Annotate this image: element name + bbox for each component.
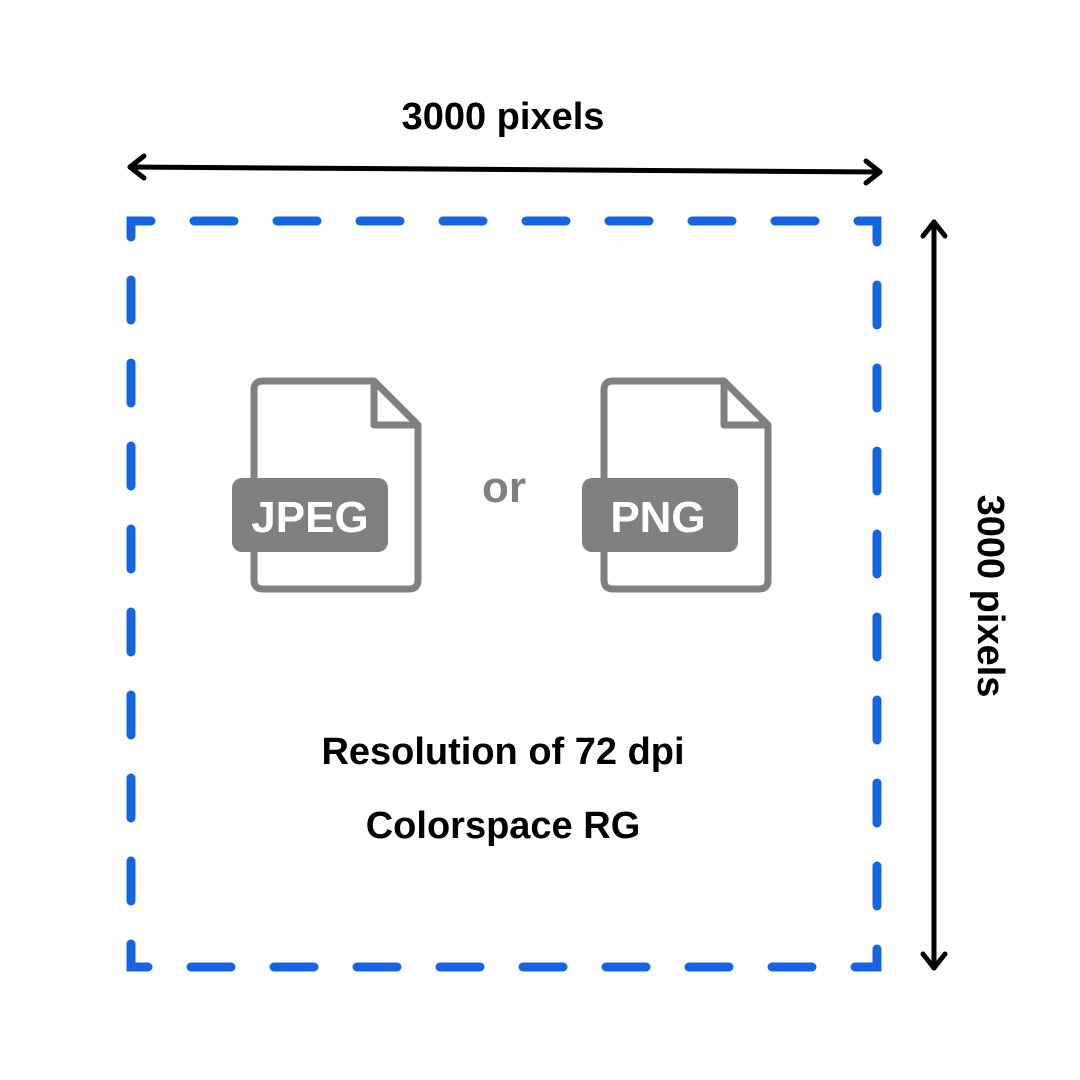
width-arrow bbox=[127, 153, 883, 186]
width-label: 3000 pixels bbox=[402, 96, 605, 138]
canvas-border bbox=[126, 216, 882, 972]
format-separator: or bbox=[482, 463, 526, 512]
jpeg-label: JPEG bbox=[251, 493, 368, 542]
jpeg-file-icon: JPEG bbox=[232, 377, 422, 593]
png-file-icon: PNG bbox=[582, 377, 772, 593]
resolution-text: Resolution of 72 dpi bbox=[321, 731, 684, 773]
colorspace-text: Colorspace RG bbox=[366, 805, 641, 847]
height-label: 3000 pixels bbox=[969, 495, 1011, 698]
png-label: PNG bbox=[610, 493, 705, 542]
height-arrow bbox=[920, 219, 948, 971]
